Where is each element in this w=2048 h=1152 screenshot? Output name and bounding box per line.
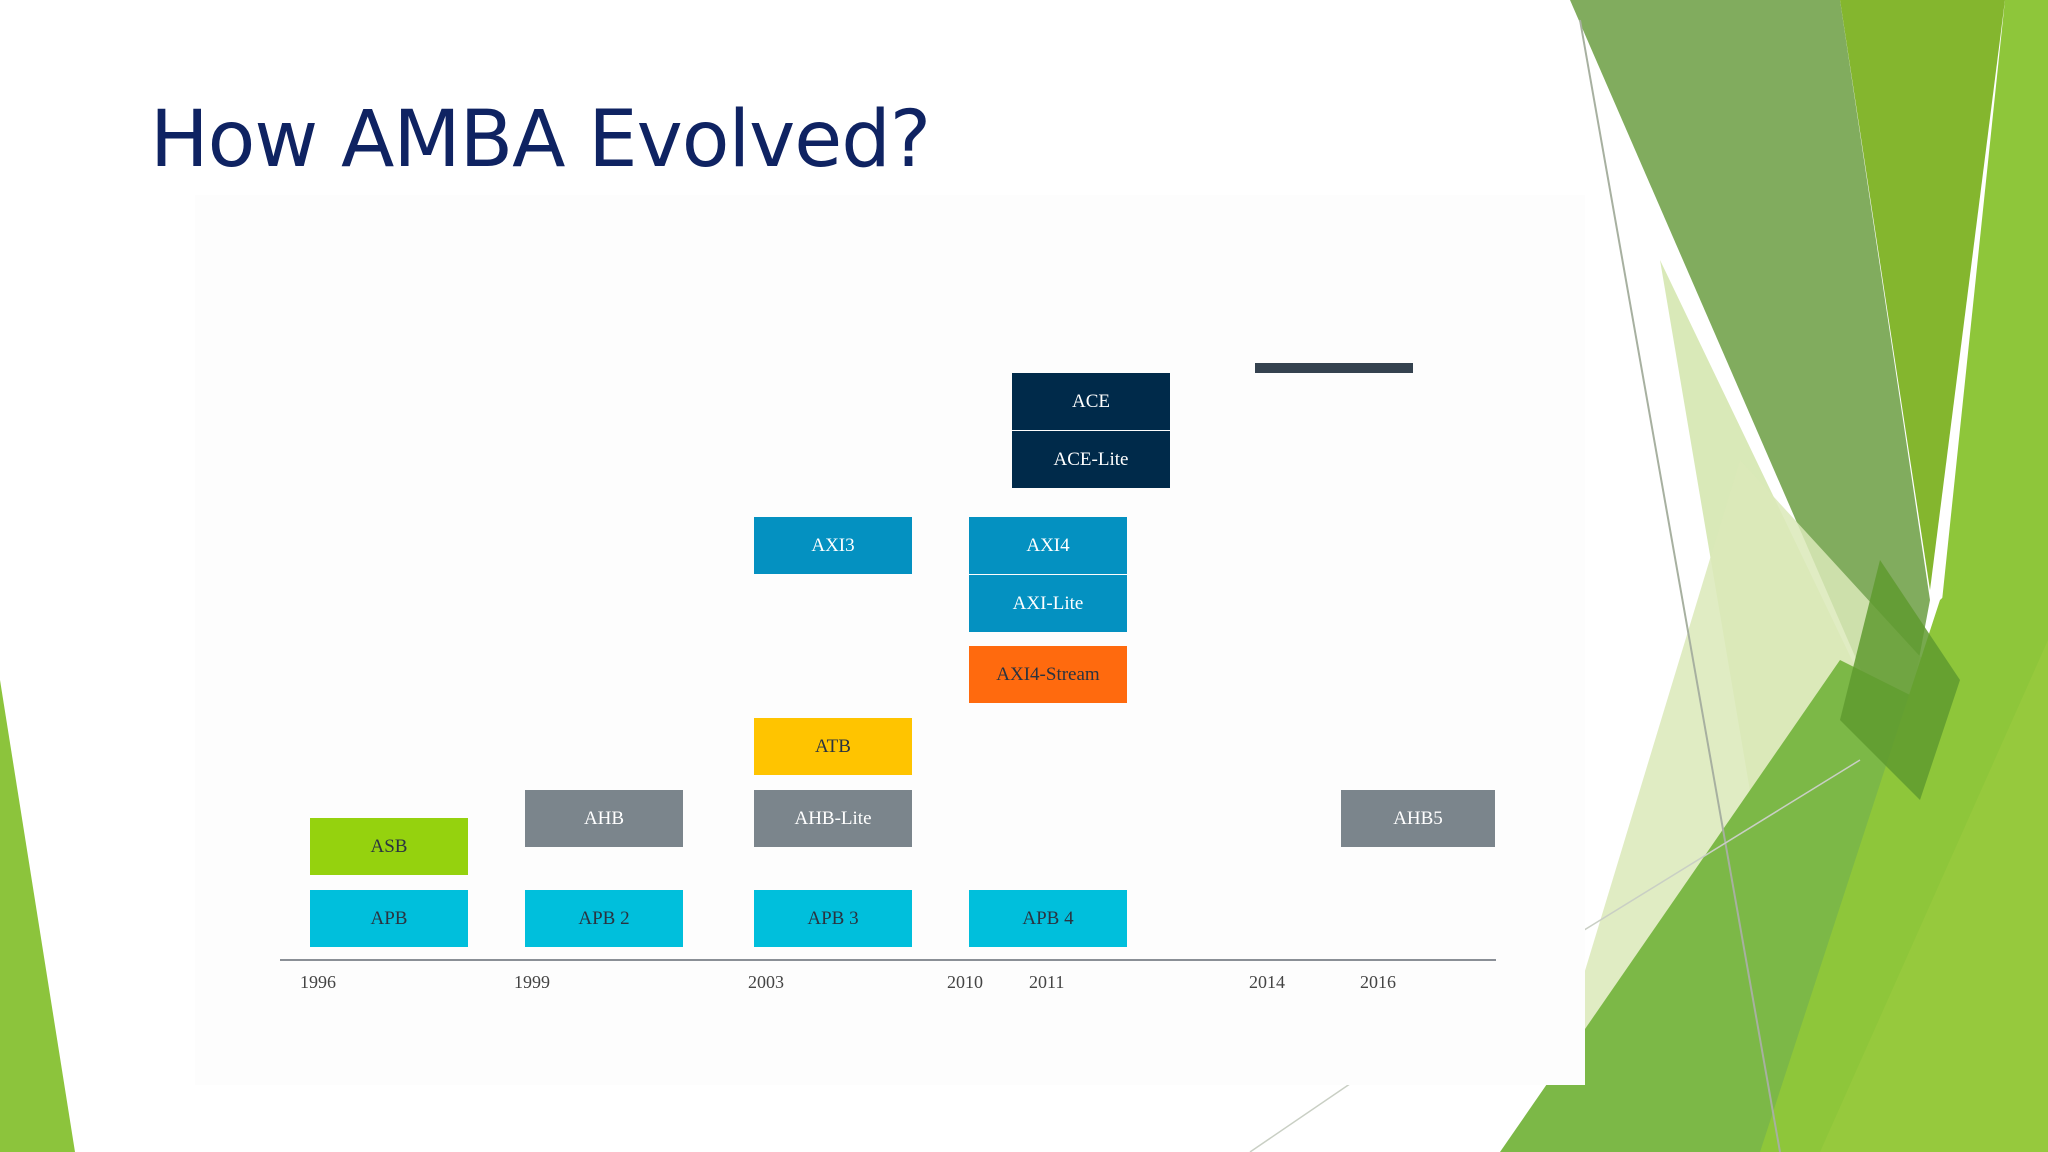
placeholder-bar-2014 xyxy=(1255,363,1413,373)
box-axi4-stream-label: AXI4-Stream xyxy=(996,663,1100,685)
year-label: 2014 xyxy=(1249,972,1285,992)
box-ahb5-label: AHB5 xyxy=(1393,807,1443,829)
box-ace: ACE xyxy=(1012,373,1170,430)
box-axi3-label: AXI3 xyxy=(811,534,855,556)
year-label: 2016 xyxy=(1360,972,1396,992)
box-ace-lite: ACE-Lite xyxy=(1012,431,1170,488)
box-ahb-lite-label: AHB-Lite xyxy=(794,807,872,829)
box-ahb-label: AHB xyxy=(583,807,625,829)
box-apb: APB xyxy=(310,890,468,947)
slide-title: How AMBA Evolved? xyxy=(150,95,931,185)
box-apb3: APB 3 xyxy=(754,890,912,947)
box-apb4: APB 4 xyxy=(969,890,1127,947)
box-ahb5: AHB5 xyxy=(1341,790,1495,847)
box-apb3-label: APB 3 xyxy=(807,907,859,929)
box-apb2: APB 2 xyxy=(525,890,683,947)
box-ahb-lite: AHB-Lite xyxy=(754,790,912,847)
box-ahb: AHB xyxy=(525,790,683,847)
box-atb-label: ATB xyxy=(815,735,851,757)
box-atb: ATB xyxy=(754,718,912,775)
box-axi-lite-label: AXI-Lite xyxy=(1012,592,1084,614)
box-asb: ASB xyxy=(310,818,468,875)
box-axi4-label: AXI4 xyxy=(1026,534,1070,556)
year-label: 1999 xyxy=(514,972,550,992)
box-apb-label: APB xyxy=(370,907,408,929)
box-asb-label: ASB xyxy=(370,835,408,857)
year-label: 1996 xyxy=(300,972,336,992)
box-ace-lite-label: ACE-Lite xyxy=(1053,448,1129,470)
timeline-panel xyxy=(195,195,1585,1085)
timeline-axis xyxy=(280,959,1496,961)
year-label: 2011 xyxy=(1029,972,1065,992)
year-label: 2003 xyxy=(748,972,784,992)
box-axi4: AXI4 xyxy=(969,517,1127,574)
box-axi3: AXI3 xyxy=(754,517,912,574)
box-axi-lite: AXI-Lite xyxy=(969,575,1127,632)
box-apb4-label: APB 4 xyxy=(1022,907,1074,929)
year-label: 2010 xyxy=(947,972,983,992)
box-ace-label: ACE xyxy=(1072,390,1110,412)
box-apb2-label: APB 2 xyxy=(578,907,630,929)
box-axi4-stream: AXI4-Stream xyxy=(969,646,1127,703)
